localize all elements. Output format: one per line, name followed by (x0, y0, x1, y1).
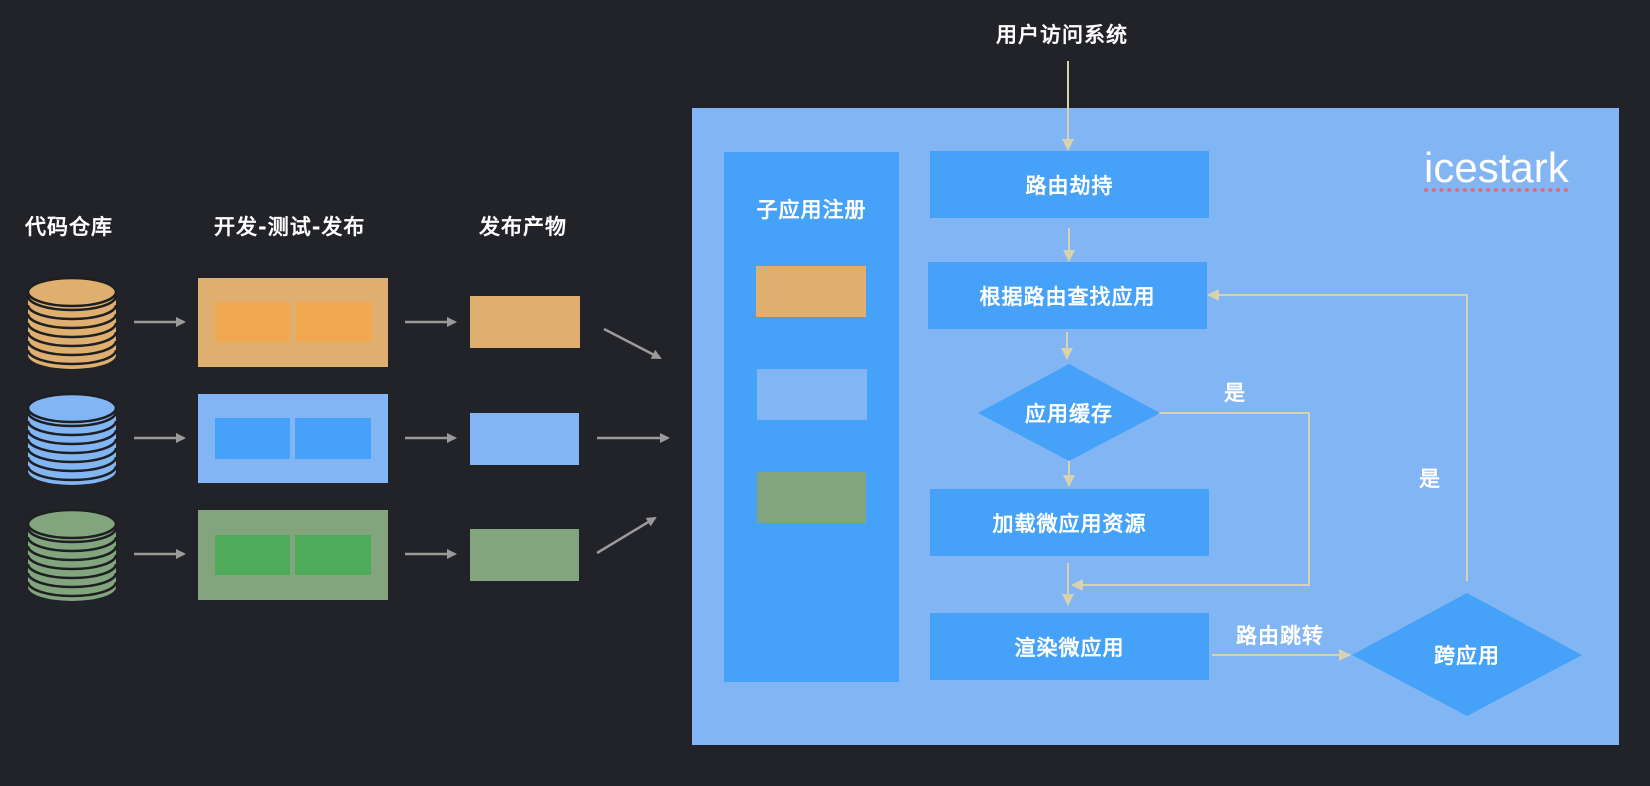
registry-title: 子应用注册 (756, 198, 867, 222)
arrow-cross-yes-branch (1207, 289, 1468, 581)
cross-app-label: 跨应用 (1434, 644, 1500, 668)
app-cache-diamond (978, 364, 1160, 461)
database-icon-orange (26, 276, 118, 369)
icestark-title: icestark (1424, 144, 1569, 191)
arrow-artifact-icestark-green (596, 516, 657, 555)
database-icon-blue (26, 392, 118, 485)
dev-box-blue (198, 394, 388, 483)
database-icon-green (26, 508, 118, 601)
dev-box-orange (198, 278, 388, 367)
artifact-blue (470, 413, 579, 465)
cross-app-diamond (1352, 593, 1582, 716)
registered-app-orange (756, 266, 866, 317)
header-dev-test-release: 开发-测试-发布 (214, 215, 366, 239)
find-app-step: 根据路由查找应用 (928, 262, 1207, 329)
dev-module-orange-1 (215, 302, 290, 342)
registered-app-blue (757, 369, 867, 420)
dev-module-blue-2 (295, 418, 371, 459)
dev-box-green (198, 510, 388, 600)
user-access-label: 用户访问系统 (996, 23, 1128, 47)
header-release-artifact: 发布产物 (479, 215, 567, 239)
cross-yes-label: 是 (1419, 467, 1441, 491)
artifact-orange (470, 296, 580, 348)
header-code-repo: 代码仓库 (25, 215, 113, 239)
dev-module-green-1 (215, 535, 290, 575)
app-cache-label: 应用缓存 (1025, 402, 1113, 426)
route-jump-label: 路由跳转 (1236, 624, 1324, 648)
artifact-green (470, 529, 579, 581)
cache-yes-label: 是 (1224, 381, 1246, 405)
registered-app-green (757, 472, 866, 523)
arrow-artifact-icestark-orange (603, 327, 662, 360)
dev-module-blue-1 (215, 418, 290, 459)
render-app-step: 渲染微应用 (930, 613, 1209, 680)
registry-panel: 子应用注册 (724, 152, 899, 682)
dev-module-orange-2 (296, 302, 372, 342)
route-hijack-step: 路由劫持 (930, 151, 1209, 218)
load-resources-step: 加载微应用资源 (930, 489, 1209, 556)
dev-module-green-2 (295, 535, 371, 575)
arrow-cache-yes-branch (1071, 412, 1310, 591)
